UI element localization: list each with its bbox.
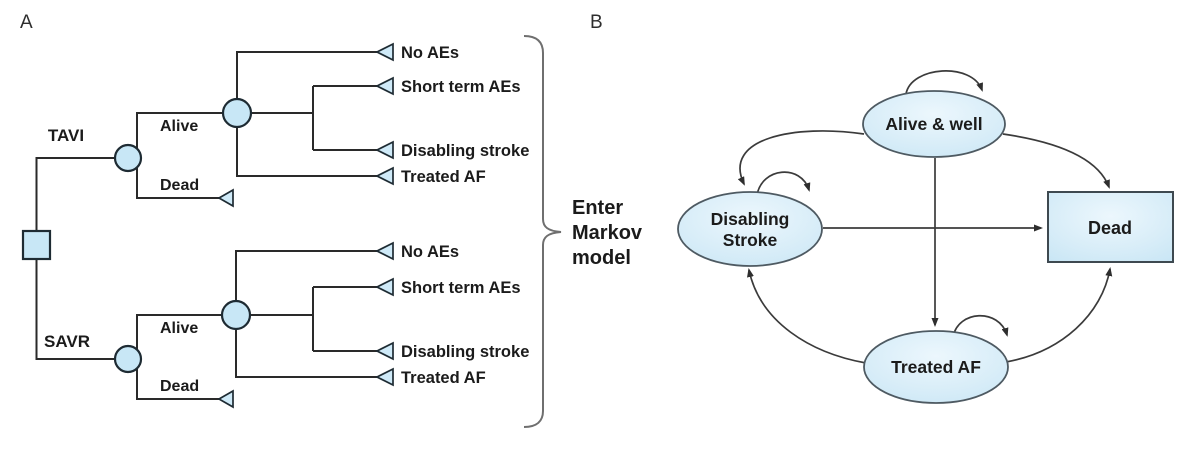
savr-chance-node (113, 344, 143, 374)
decision-tree-panel: A TAVI Alive Dead No AEs Short term AEs (20, 12, 643, 428)
tavi-alive-chance-node (221, 97, 253, 129)
savr-mid-split-lines (250, 286, 377, 352)
arrow-alive-to-dead (1002, 133, 1110, 189)
tavi-strategy-label: TAVI (48, 126, 84, 145)
state-disabling-stroke: Disabling Stroke (677, 191, 823, 267)
tavi-outcome-no-aes: No AEs (401, 44, 459, 62)
tavi-dead-branch-line (136, 167, 219, 199)
savr-subtree: SAVR Alive Dead No AEs Short term AEs Di… (44, 241, 529, 409)
savr-alive-chance-node (220, 299, 252, 331)
dead-label: Dead (1088, 218, 1132, 238)
savr-outcome-treated-af: Treated AF (401, 369, 486, 387)
terminal-node (375, 277, 394, 297)
tavi-mid-split-lines (251, 85, 377, 151)
self-loop-alive-well (905, 70, 983, 95)
state-dead: Dead (1047, 191, 1174, 263)
terminal-node (375, 341, 394, 361)
disabling-stroke-label-line1: Disabling (711, 209, 790, 229)
tavi-no-aes-line (236, 51, 377, 99)
tavi-dead-terminal-node (217, 188, 234, 208)
tavi-alive-branch-line (136, 112, 223, 149)
arrow-treated-af-to-dead (1005, 267, 1113, 363)
savr-strategy-label: SAVR (44, 332, 90, 351)
terminal-node (375, 76, 394, 96)
terminal-node (375, 241, 394, 261)
decision-node (21, 229, 52, 261)
tavi-treated-af-line (236, 127, 377, 177)
savr-outcome-no-aes: No AEs (401, 243, 459, 261)
state-treated-af: Treated AF (863, 330, 1009, 404)
self-loop-disabling-stroke (756, 171, 811, 196)
arrow-alive-to-stroke (737, 130, 865, 186)
savr-dead-branch-line (136, 368, 219, 400)
panel-b-label: B (590, 12, 603, 33)
tavi-chance-node (113, 143, 143, 173)
bracket-label-line3: model (572, 247, 631, 269)
savr-dead-terminal-node (217, 389, 234, 409)
savr-treated-af-line (235, 329, 377, 378)
terminal-node (375, 166, 394, 186)
terminal-node (375, 42, 394, 62)
terminal-node (375, 140, 394, 160)
savr-outcome-disabling-stroke: Disabling stroke (401, 343, 529, 361)
markov-entry-bracket (523, 35, 562, 428)
tavi-outcome-treated-af: Treated AF (401, 168, 486, 186)
tavi-outcome-disabling-stroke: Disabling stroke (401, 142, 529, 160)
treated-af-label: Treated AF (891, 357, 981, 377)
bracket-label: Enter Markov model (572, 197, 643, 269)
dead-rect (1047, 191, 1174, 263)
alive-well-ellipse (862, 90, 1006, 158)
state-alive-well: Alive & well (862, 90, 1006, 158)
panel-a-label: A (20, 12, 33, 33)
markov-diagram-panel: B Alive & well Disabling Stroke Treated … (590, 12, 1174, 404)
terminal-node (375, 367, 394, 387)
tavi-subtree: TAVI Alive Dead No AEs Short term AEs Di… (48, 42, 529, 208)
self-loop-treated-af (952, 314, 1009, 338)
bracket-label-line1: Enter (572, 197, 623, 219)
root-branch-lines (35, 157, 115, 360)
savr-dead-label: Dead (160, 378, 199, 395)
tavi-outcome-short-term-aes: Short term AEs (401, 78, 521, 96)
savr-no-aes-line (235, 250, 377, 301)
savr-alive-label: Alive (160, 320, 198, 337)
savr-outcome-short-term-aes: Short term AEs (401, 279, 521, 297)
disabling-stroke-ellipse (677, 191, 823, 267)
bracket-label-line2: Markov (572, 222, 643, 244)
tavi-alive-label: Alive (160, 118, 198, 135)
savr-alive-branch-line (136, 314, 222, 350)
alive-well-label: Alive & well (885, 114, 982, 134)
tavi-dead-label: Dead (160, 177, 199, 194)
disabling-stroke-label-line2: Stroke (723, 230, 778, 250)
arrow-treated-af-to-stroke (747, 268, 867, 364)
treated-af-ellipse (863, 330, 1009, 404)
